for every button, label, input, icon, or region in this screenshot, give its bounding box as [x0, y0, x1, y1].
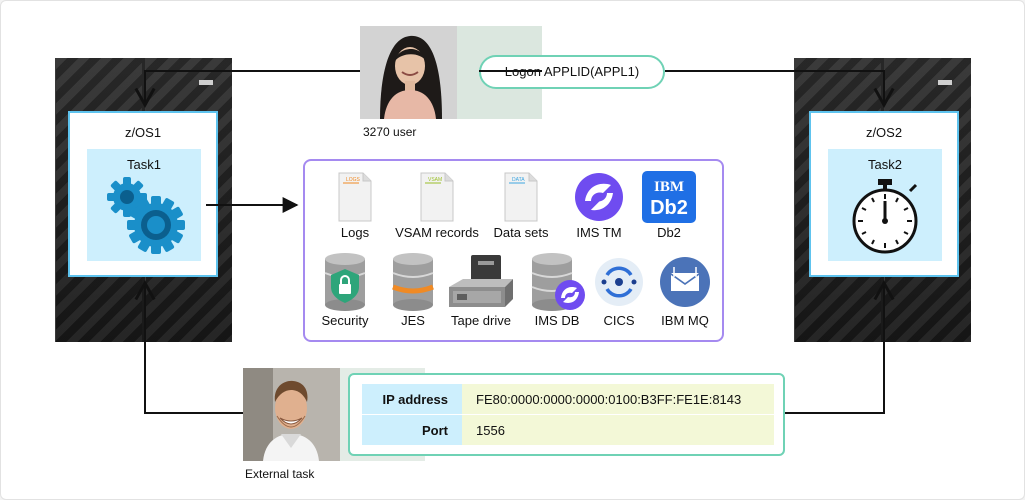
resource-tape-drive: Tape drive — [435, 253, 527, 328]
ibm-badge — [199, 80, 213, 85]
resource-label: CICS — [603, 313, 635, 328]
resource-ims-tm: IMS TM — [553, 171, 645, 240]
ibm-badge — [938, 80, 952, 85]
document-icon: VSAM — [420, 172, 454, 222]
resource-label: IBM MQ — [661, 313, 709, 328]
tape-drive-icon — [449, 255, 513, 307]
table-row: IP address FE80:0000:0000:0000:0100:B3FF… — [362, 384, 774, 415]
resources-panel: LOGS Logs VSAM VSAM records DATA Data se… — [303, 159, 724, 342]
resource-label: IMS TM — [576, 225, 622, 240]
task-box-task1: Task1 — [87, 149, 201, 261]
resource-cics: CICS — [573, 253, 665, 328]
task-title: Task2 — [868, 157, 902, 172]
doc-tag-text: LOGS — [346, 177, 361, 183]
task-box-task2: Task2 — [828, 149, 942, 261]
network-panel: IP address FE80:0000:0000:0000:0100:B3FF… — [348, 373, 785, 456]
resource-jes: JES — [367, 253, 459, 328]
ip-address-key: IP address — [362, 384, 462, 415]
system-title: z/OS1 — [124, 125, 162, 140]
resource-security: Security — [299, 253, 391, 328]
db2-logo: IBM Db2 — [642, 171, 696, 223]
system-zos1: z/OS1 Task1 — [68, 111, 218, 277]
ims-db-icon — [531, 253, 585, 311]
caption-3270-user: 3270 user — [363, 125, 417, 139]
port-key: Port — [362, 415, 462, 445]
document-icon: LOGS — [338, 172, 372, 222]
resource-label: Db2 — [657, 225, 681, 240]
resource-label: Data sets — [493, 225, 549, 240]
task-title: Task1 — [127, 157, 161, 172]
resource-ims-db: IMS DB — [511, 253, 603, 328]
resource-label: Tape drive — [451, 313, 511, 328]
doc-tag-text: DATA — [512, 177, 525, 183]
system-zos2: z/OS2 Task2 — [809, 111, 959, 277]
doc-tag-text: VSAM — [428, 177, 442, 183]
table-row: Port 1556 — [362, 415, 774, 445]
security-db-icon — [324, 253, 366, 311]
resource-label: Security — [321, 313, 369, 328]
db2-logo-line1: IBM — [654, 179, 684, 195]
network-table: IP address FE80:0000:0000:0000:0100:B3FF… — [362, 384, 774, 445]
document-icon: DATA — [504, 172, 538, 222]
resource-label: IMS DB — [534, 313, 580, 328]
resource-vsam-records: VSAM VSAM records — [391, 171, 483, 240]
resource-label: Logs — [340, 225, 370, 240]
resource-data-sets: DATA Data sets — [475, 171, 567, 240]
ip-address-value: FE80:0000:0000:0000:0100:B3FF:FE1E:8143 — [462, 384, 774, 415]
resource-ibm-mq: IBM MQ — [639, 253, 731, 328]
mq-icon — [660, 257, 710, 307]
resource-label: VSAM records — [395, 225, 479, 240]
logon-applid-label: Logon APPLID(APPL1) — [479, 55, 665, 89]
caption-external-task: External task — [245, 467, 315, 481]
resource-db2: IBM Db2 Db2 — [623, 171, 715, 240]
cics-icon — [595, 258, 643, 306]
gears-icon — [107, 177, 185, 254]
ims-tm-icon — [575, 173, 623, 221]
port-value: 1556 — [462, 415, 774, 445]
resource-logs: LOGS Logs — [309, 171, 401, 240]
resource-label: JES — [401, 313, 425, 328]
system-title: z/OS2 — [865, 125, 903, 140]
db2-logo-line2: Db2 — [650, 197, 688, 219]
stopwatch-icon — [852, 179, 918, 254]
jes-db-icon — [392, 253, 434, 311]
